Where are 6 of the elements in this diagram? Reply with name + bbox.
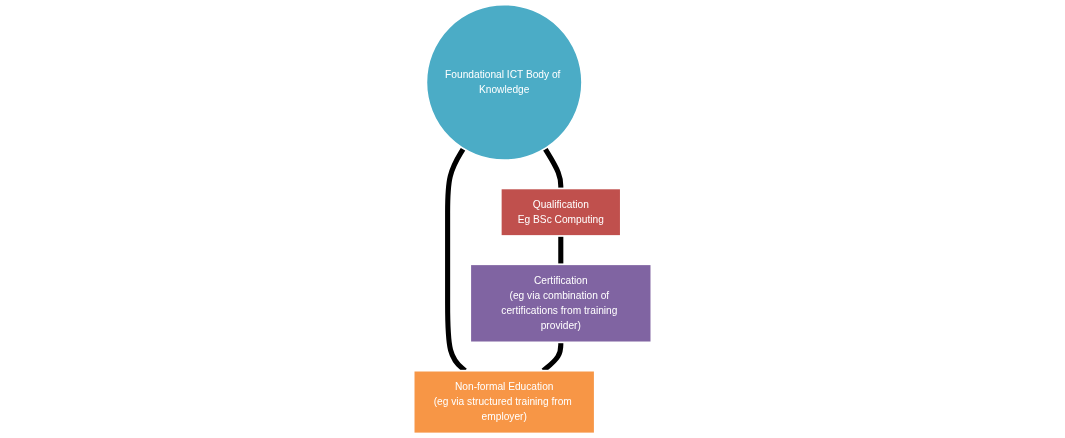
node-box: Qualification Eg BSc Computing <box>499 187 622 237</box>
connector <box>542 147 564 189</box>
connector <box>558 235 564 265</box>
node-box: Non-formal Education (eg via structured training from employer) <box>412 369 596 435</box>
node-circle: Foundational ICT Body of Knowledge <box>425 3 583 161</box>
node-box: Certification (eg via combination of certifications from training provider) <box>469 263 653 344</box>
